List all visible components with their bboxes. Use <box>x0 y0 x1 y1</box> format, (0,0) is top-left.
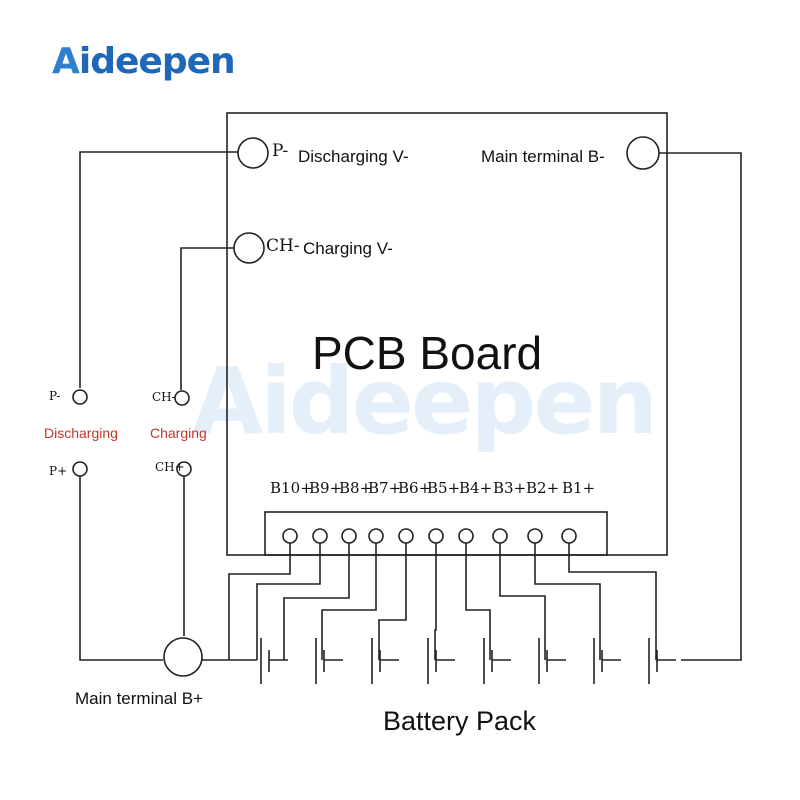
cell-tap-label: B2+ <box>526 479 560 497</box>
cell-tap-label: B6+ <box>398 479 432 497</box>
p-plus-terminal-label: P+ <box>49 464 68 478</box>
tap-terminal-icon <box>282 528 298 544</box>
tap-terminal-icon <box>458 528 474 544</box>
battery-cells <box>260 638 676 684</box>
ch-minus-terminal-icon <box>233 232 265 264</box>
battery-cell-icon <box>315 638 343 684</box>
pcb-board-title: PCB Board <box>312 327 543 379</box>
wire-discharge-negative <box>79 151 239 388</box>
left-p-plus-terminal-icon <box>72 461 88 477</box>
charging-label: Charging <box>150 425 207 441</box>
main-terminal-b-minus-label: Main terminal B- <box>481 147 605 166</box>
discharging-v-label: Discharging V- <box>298 147 409 166</box>
charging-v-label: Charging V- <box>303 239 393 258</box>
wire-discharge-positive <box>79 476 163 661</box>
logo-initial: A <box>52 41 80 82</box>
wire-main-negative <box>659 152 742 661</box>
discharging-label: Discharging <box>44 425 118 441</box>
battery-cell-icon <box>427 638 455 684</box>
left-ch-plus-terminal-icon <box>176 461 192 477</box>
battery-cell-icon <box>593 638 621 684</box>
wire-charge-negative <box>180 247 235 390</box>
battery-pack-label: Battery Pack <box>383 706 537 736</box>
cell-tap-label: B5+ <box>427 479 461 497</box>
main-terminal-b-plus-label: Main terminal B+ <box>75 689 204 708</box>
tap-terminal-icon <box>341 528 357 544</box>
brand-logo: Aideepen <box>52 41 236 82</box>
battery-cell-icon <box>648 638 676 684</box>
main-b-plus-terminal-icon <box>163 637 203 677</box>
p-minus-terminal-label: P- <box>49 389 61 403</box>
cell-tap-label: B10+ <box>270 479 313 497</box>
p-minus-terminal-icon <box>237 137 269 169</box>
ch-minus-terminal-label: CH- <box>152 390 176 404</box>
ch-minus-symbol: CH- <box>266 236 300 256</box>
tap-terminal-icon <box>368 528 384 544</box>
main-b-minus-terminal-icon <box>626 136 660 170</box>
battery-cell-icon <box>371 638 399 684</box>
p-minus-symbol: P- <box>272 141 289 161</box>
cell-tap-label: B3+ <box>493 479 527 497</box>
cell-tap-label: B7+ <box>368 479 402 497</box>
logo-text: ideepen <box>78 41 236 82</box>
left-ch-minus-terminal-icon <box>174 390 190 406</box>
tap-terminal-icons <box>282 528 577 544</box>
tap-terminal-icon <box>428 528 444 544</box>
battery-cell-icon <box>483 638 511 684</box>
cell-tap-label: B9+ <box>309 479 343 497</box>
battery-cell-icon <box>260 638 288 684</box>
cell-tap-label: B1+ <box>562 479 596 497</box>
ch-plus-terminal-label: CH+ <box>155 460 185 474</box>
tap-terminal-icon <box>492 528 508 544</box>
tap-terminal-icon <box>527 528 543 544</box>
left-p-minus-terminal-icon <box>72 389 88 405</box>
cell-tap-label: B8+ <box>339 479 373 497</box>
battery-cell-icon <box>538 638 566 684</box>
cell-tap-label: B4+ <box>459 479 493 497</box>
tap-terminal-icon <box>561 528 577 544</box>
watermark: Aideepen <box>192 348 658 455</box>
tap-terminal-icon <box>312 528 328 544</box>
cell-tap-wires <box>228 540 657 660</box>
tap-terminal-icon <box>398 528 414 544</box>
